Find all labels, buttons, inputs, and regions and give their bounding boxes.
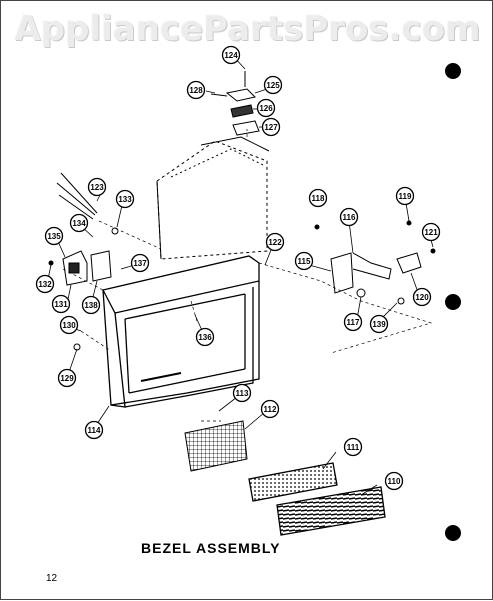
callout-label: 131 <box>54 300 68 309</box>
watermark-logo: AppliancePartsPros.com <box>14 9 481 49</box>
callout-134: 134 <box>69 213 89 233</box>
callout-127: 127 <box>261 117 281 137</box>
callout-139: 139 <box>369 314 389 334</box>
callout-label: 122 <box>268 238 282 247</box>
callout-119: 119 <box>395 186 415 206</box>
callout-label: 119 <box>399 192 412 201</box>
callout-label: 124 <box>224 51 238 60</box>
callout-120: 120 <box>412 287 432 307</box>
callout-label: 113 <box>236 389 249 398</box>
callout-label: 128 <box>189 86 203 95</box>
callout-122: 122 <box>265 232 285 252</box>
right-bracket-parts <box>314 220 436 305</box>
callout-label: 117 <box>347 318 360 327</box>
callout-125: 125 <box>263 75 283 95</box>
callout-label: 139 <box>372 320 386 329</box>
diagram-title: BEZEL ASSEMBLY <box>141 540 281 556</box>
callout-label: 116 <box>343 213 356 222</box>
callout-126: 126 <box>256 98 276 118</box>
callout-label: 138 <box>84 301 98 310</box>
grille-112 <box>184 420 248 472</box>
callout-label: 121 <box>424 228 438 237</box>
callout-118: 118 <box>308 188 328 208</box>
grille-110 <box>276 486 386 536</box>
callout-130: 130 <box>59 315 79 335</box>
callout-121: 121 <box>421 222 441 242</box>
callout-116: 116 <box>339 207 359 227</box>
callout-label: 133 <box>118 195 132 204</box>
callout-label: 125 <box>266 81 280 90</box>
filter-111 <box>248 462 338 502</box>
callout-label: 135 <box>47 232 61 241</box>
callout-117: 117 <box>343 312 363 332</box>
bezel-frame <box>102 255 260 408</box>
callout-label: 127 <box>264 123 278 132</box>
binder-hole-top <box>445 63 461 79</box>
callout-label: 112 <box>264 405 277 414</box>
callout-label: 136 <box>198 333 212 342</box>
callout-label: 123 <box>90 183 104 192</box>
callout-label: 110 <box>388 477 401 486</box>
callout-label: 115 <box>298 257 311 266</box>
callout-label: 129 <box>60 374 74 383</box>
binder-hole-middle <box>445 294 461 310</box>
page-number: 12 <box>46 573 58 584</box>
callout-label: 126 <box>259 104 273 113</box>
callout-138: 138 <box>81 295 101 315</box>
callout-115: 115 <box>294 251 314 271</box>
callout-133: 133 <box>115 189 135 209</box>
callout-132: 132 <box>35 274 55 294</box>
callout-label: 111 <box>347 443 360 452</box>
binder-hole-bottom <box>445 525 461 541</box>
callout-label: 134 <box>72 219 86 228</box>
callout-110: 110 <box>384 471 404 491</box>
callout-113: 113 <box>232 383 252 403</box>
left-control-components <box>48 172 119 351</box>
callout-137: 137 <box>130 253 150 273</box>
callout-123: 123 <box>87 177 107 197</box>
callout-label: 118 <box>312 194 325 203</box>
housing-outline <box>156 136 270 260</box>
callout-label: 130 <box>62 321 76 330</box>
top-bracket-part <box>210 71 260 136</box>
callout-131: 131 <box>51 294 71 314</box>
callout-135: 135 <box>44 226 64 246</box>
callout-label: 120 <box>415 293 429 302</box>
assembly-lines <box>62 129 433 422</box>
callout-114: 114 <box>84 420 104 440</box>
callout-label: 137 <box>133 259 147 268</box>
callout-label: 132 <box>38 280 52 289</box>
callout-128: 128 <box>186 80 206 100</box>
callout-136: 136 <box>195 327 215 347</box>
callout-124: 124 <box>221 45 241 65</box>
callout-label: 114 <box>88 426 101 435</box>
callout-112: 112 <box>260 399 280 419</box>
callout-group: 110 111 112 113 114 115 116 117 118 119 120 121 122 1… <box>35 45 441 491</box>
callout-129: 129 <box>57 368 77 388</box>
callout-111: 111 <box>343 437 363 457</box>
